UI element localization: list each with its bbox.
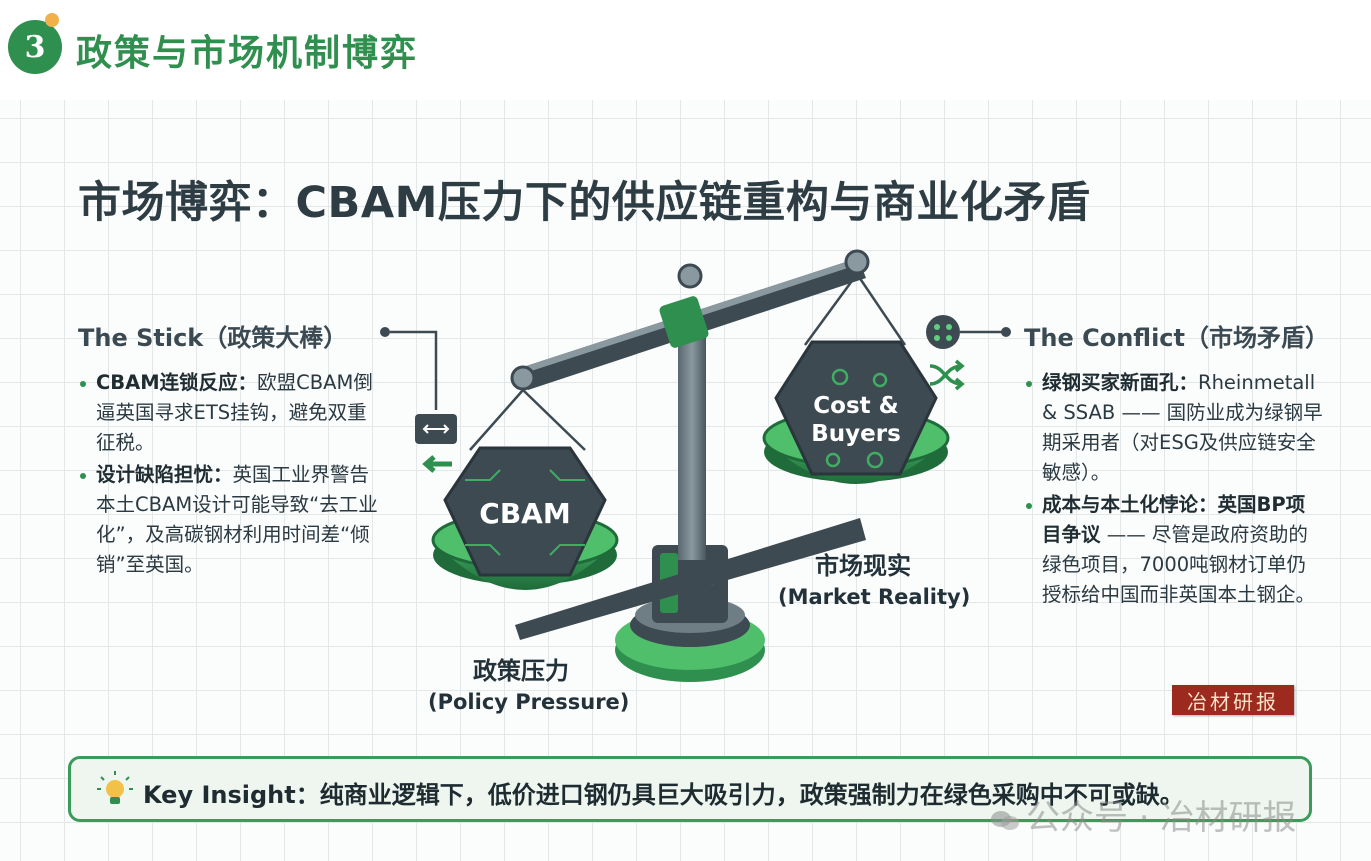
left-bullet-2-text: 英国工业界警告本土CBAM设计可能导致“去工业化”，及高碳钢材利用时间差“倾销”… <box>96 463 378 576</box>
watermark-text: 公众号 · 冶材研报 <box>1026 798 1297 838</box>
market-reality-label: 市场现实 (Market Reality) <box>778 550 971 612</box>
right-bullet-2-bold: 成本与本土化悖论：英国BP项目争议 <box>1042 493 1306 546</box>
market-reality-zh: 市场现实 <box>815 552 911 580</box>
section-header: 3 政策与市场机制博弈 <box>0 0 1371 95</box>
right-panel-title: The Conflict（市场矛盾） <box>1024 324 1329 352</box>
right-connector <box>926 315 1011 391</box>
left-bullet-1-bold: CBAM连锁反应： <box>96 371 258 394</box>
left-bullet-1-text: 欧盟CBAM倒逼英国寻求ETS挂钩，避免双重征税。 <box>96 371 373 454</box>
left-bullet-2: 设计缺陷担忧：英国工业界警告本土CBAM设计可能导致“去工业化”，及高碳钢材利用… <box>78 460 378 580</box>
right-bullet-list: 绿钢买家新面孔：Rheinmetall & SSAB —— 国防业成为绿钢早期采… <box>1024 368 1324 612</box>
left-pan-label: CBAM <box>479 497 571 530</box>
section-title: 政策与市场机制博弈 <box>76 33 419 74</box>
policy-pressure-zh: 政策压力 <box>473 657 569 685</box>
right-pan-label-line2: Buyers <box>811 421 901 447</box>
right-pan <box>762 340 950 484</box>
lightbulb-icon <box>97 771 133 804</box>
right-bullet-2: 成本与本土化悖论：英国BP项目争议 —— 尽管是政府资助的绿色项目，7000吨钢… <box>1024 490 1324 610</box>
left-pan <box>431 446 619 590</box>
network-node-icon <box>926 315 960 349</box>
left-arrow-icon <box>422 455 452 473</box>
right-bullet-1-text: Rheinmetall & SSAB —— 国防业成为绿钢早期采用者（对ESG及… <box>1042 371 1323 484</box>
watermark: 公众号 · 冶材研报 <box>990 790 1296 839</box>
right-bullet-1-bold: 绿钢买家新面孔： <box>1042 371 1199 394</box>
brand-stamp: 冶材研报 <box>1172 685 1294 715</box>
badge-dot-icon <box>45 13 59 27</box>
gear-icon <box>825 368 888 469</box>
wechat-icon <box>991 810 1019 830</box>
policy-pressure-label: 政策压力 (Policy Pressure) <box>428 655 630 717</box>
scale-pillar <box>678 330 706 560</box>
scale-lower-arm <box>515 518 866 640</box>
left-bullet-1: CBAM连锁反应：欧盟CBAM倒逼英国寻求ETS挂钩，避免双重征税。 <box>78 368 378 458</box>
section-number-badge: 3 <box>8 20 62 74</box>
right-bullet-2-text: —— 尽管是政府资助的绿色项目，7000吨钢材订单仍授标给中国而非英国本土钢企。 <box>1042 523 1316 606</box>
key-insight-box: Key Insight：纯商业逻辑下，低价进口钢仍具巨大吸引力，政策强制力在绿色… <box>68 756 1312 822</box>
scale-beam <box>510 249 870 391</box>
section-number: 3 <box>24 29 46 65</box>
left-chains <box>469 389 586 451</box>
right-bullet-1: 绿钢买家新面孔：Rheinmetall & SSAB —— 国防业成为绿钢早期采… <box>1024 368 1324 488</box>
left-connector <box>380 327 457 473</box>
slide-title: 市场博弈：CBAM压力下的供应链重构与商业化矛盾 <box>78 178 1091 228</box>
key-insight-body: 纯商业逻辑下，低价进口钢仍具巨大吸引力，政策强制力在绿色采购中不可或缺。 <box>319 781 1184 809</box>
left-bullet-list: CBAM连锁反应：欧盟CBAM倒逼英国寻求ETS挂钩，避免双重征税。 设计缺陷担… <box>78 368 378 582</box>
right-chains <box>803 273 907 346</box>
right-pan-label-line1: Cost & <box>813 393 899 419</box>
left-bullet-2-bold: 设计缺陷担忧： <box>96 463 233 486</box>
policy-pressure-en: (Policy Pressure) <box>428 690 630 714</box>
shuffle-icon <box>929 359 965 391</box>
key-insight-text: Key Insight：纯商业逻辑下，低价进口钢仍具巨大吸引力，政策强制力在绿色… <box>143 775 1184 810</box>
market-reality-en: (Market Reality) <box>778 585 971 609</box>
key-insight-label: Key Insight： <box>143 781 320 809</box>
right-pan-label: Cost & Buyers <box>786 392 926 448</box>
left-panel-title: The Stick（政策大棒） <box>78 324 348 352</box>
